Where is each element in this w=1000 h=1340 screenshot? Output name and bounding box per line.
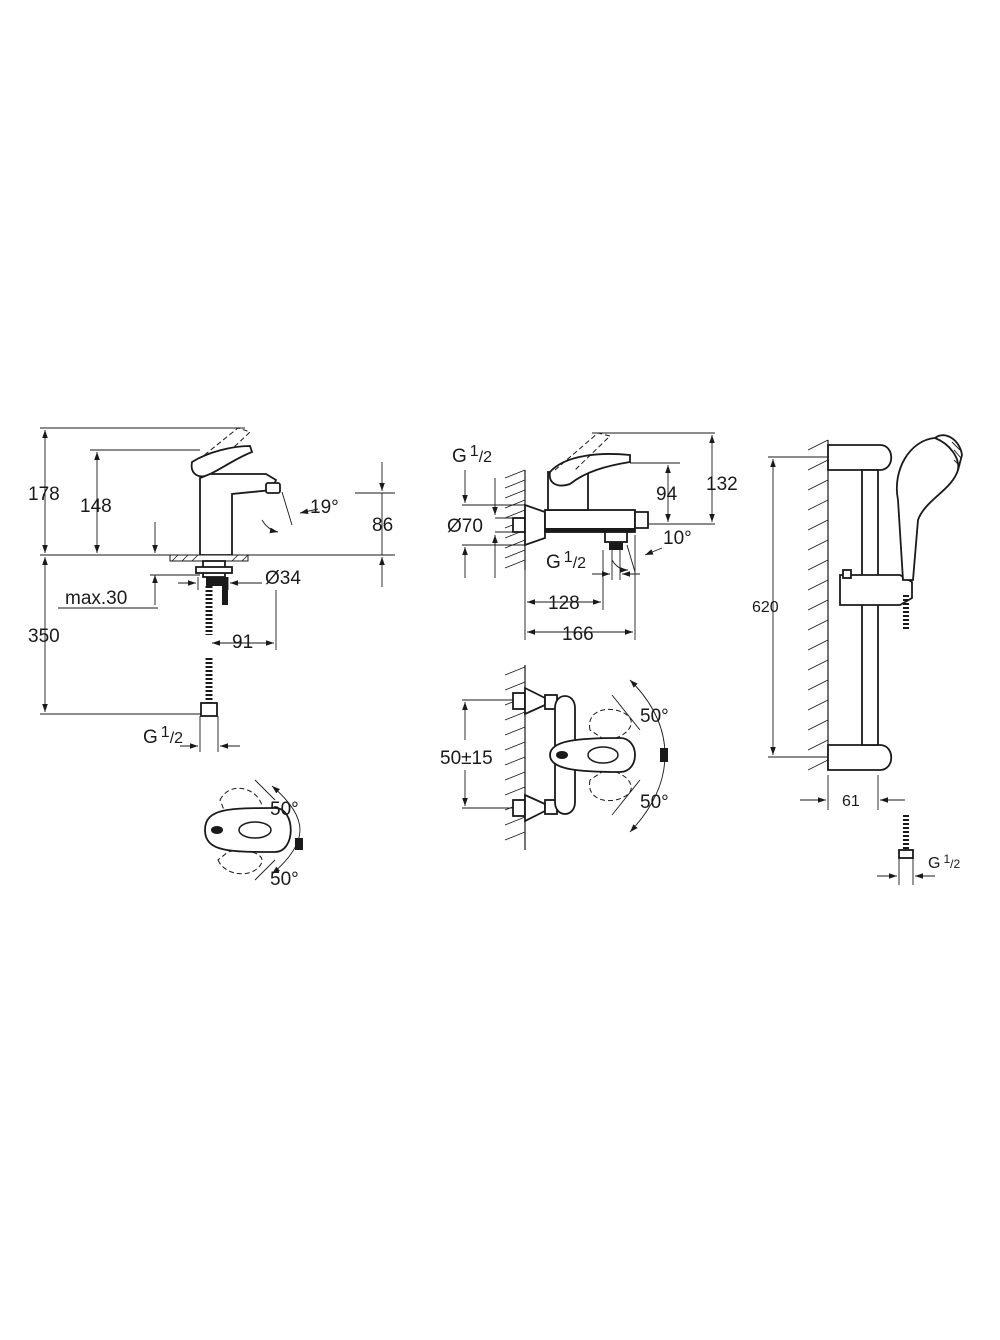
label-angle-19: 19° bbox=[310, 497, 339, 518]
hand-shower bbox=[896, 437, 960, 581]
label-lever-angle-top: 50° bbox=[270, 799, 299, 820]
rail-bracket-bottom bbox=[827, 744, 893, 771]
rail-bracket-top bbox=[827, 444, 893, 471]
basin-mixer-body bbox=[199, 473, 278, 556]
basin-lever-handle bbox=[190, 445, 254, 478]
label-height-148: 148 bbox=[80, 496, 112, 517]
label-projection-91: 91 bbox=[232, 632, 253, 653]
label-rosette-diameter: Ø70 bbox=[447, 516, 483, 537]
rail-slider bbox=[839, 574, 913, 606]
label-front-angle-top: 50° bbox=[640, 706, 669, 727]
label-max-30: max.30 bbox=[65, 588, 127, 609]
label-projection-128: 128 bbox=[548, 593, 580, 614]
label-lever-angle-bottom: 50° bbox=[270, 869, 299, 890]
shower-rail bbox=[861, 469, 879, 746]
label-hose-350: 350 bbox=[28, 626, 60, 647]
label-wall-61: 61 bbox=[842, 793, 860, 810]
bath-mixer-front-view: 50±15 50° 50° bbox=[440, 665, 669, 850]
label-bath-angle-10: 10° bbox=[663, 528, 692, 549]
label-height-178: 178 bbox=[28, 484, 60, 505]
label-front-angle-bottom: 50° bbox=[640, 792, 669, 813]
bath-lever-handle bbox=[548, 453, 631, 487]
label-height-86: 86 bbox=[372, 515, 393, 536]
label-diameter-34: Ø34 bbox=[265, 568, 301, 589]
label-height-94: 94 bbox=[656, 484, 678, 505]
label-rail-620: 620 bbox=[752, 599, 779, 616]
label-height-132: 132 bbox=[706, 474, 738, 495]
label-centres: 50±15 bbox=[440, 748, 493, 769]
label-projection-166: 166 bbox=[562, 624, 594, 645]
basin-lever-top-view: 50° 50° bbox=[204, 779, 303, 890]
wall-hatching-shower bbox=[807, 439, 829, 771]
